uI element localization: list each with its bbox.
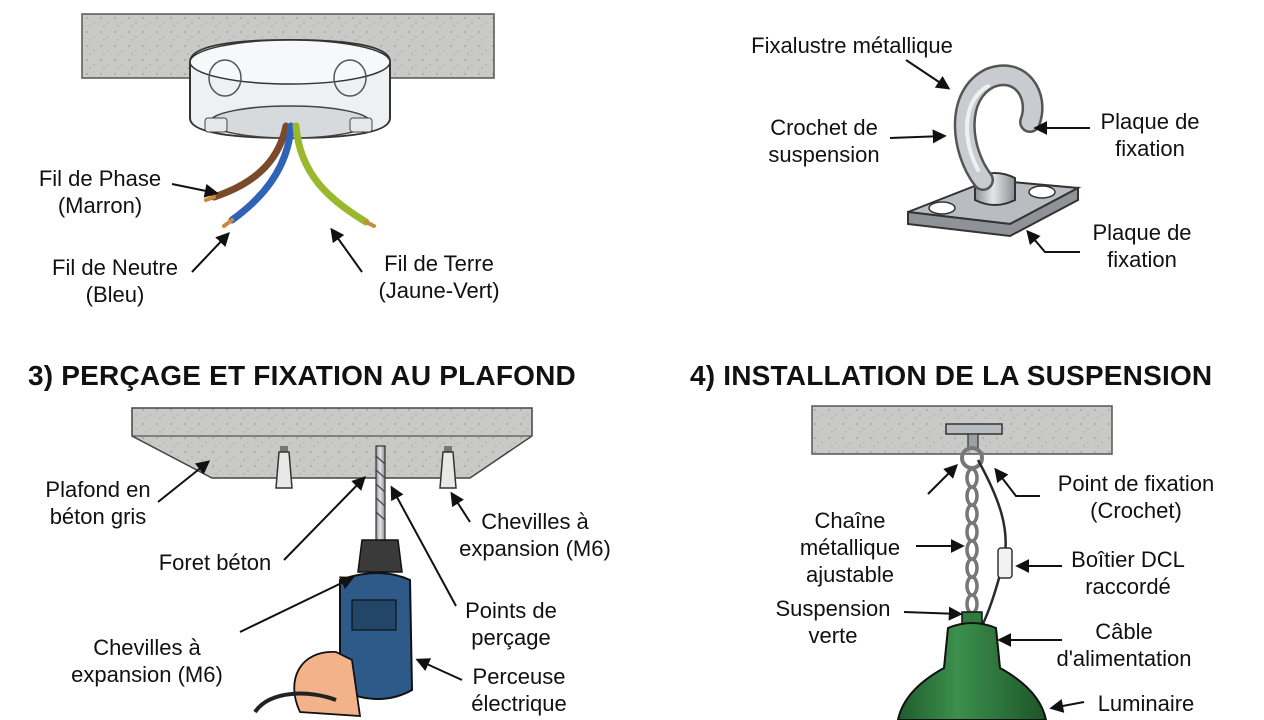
panel1-arrows [171, 183, 363, 273]
label-plate-lower: Plaque de fixation [1072, 219, 1212, 273]
label-plate-lower-line1: Plaque de [1092, 220, 1192, 245]
label-neutral-wire: Fil de Neutre (Bleu) [30, 254, 200, 308]
fixalustre-hook [907, 64, 1082, 238]
metal-chain [965, 467, 979, 615]
label-ceiling-line1: Plafond en [45, 477, 151, 502]
wall-anchor-left [275, 446, 293, 489]
label-ceiling-line2: béton gris [49, 504, 147, 529]
dcl-box [997, 547, 1013, 579]
panel3-title: 3) PERÇAGE ET FIXATION AU PLAFOND [28, 360, 576, 391]
label-chain-line3: ajustable [805, 562, 895, 587]
label-chain-line2: métallique [799, 535, 901, 560]
label-anchors-right-line1: Chevilles à [481, 509, 589, 534]
label-neutral-line1: Fil de Neutre [52, 255, 178, 280]
label-suspension-line1: Suspension [775, 596, 891, 621]
label-crochet-line2: suspension [768, 142, 880, 167]
label-anchors-right: Chevilles à expansion (M6) [440, 508, 630, 562]
label-fix-point-line2: (Crochet) [1090, 498, 1182, 523]
label-suspension: Suspension verte [760, 595, 906, 649]
label-electric-drill-line1: Perceuse [472, 664, 566, 689]
label-ceiling: Plafond en béton gris [30, 476, 166, 530]
label-plate-upper: Plaque de fixation [1080, 108, 1220, 162]
label-drill-bit: Foret béton [158, 550, 272, 575]
green-pendant-lamp [896, 611, 1048, 720]
label-dcl-box-line1: Boîtier DCL [1071, 547, 1185, 572]
panel2-arrows [889, 59, 1090, 253]
panel3-ceiling-slab [131, 407, 533, 479]
label-dcl-box: Boîtier DCL raccordé [1058, 546, 1198, 600]
wire-earth [292, 122, 370, 226]
label-luminaire: Luminaire [1097, 691, 1195, 716]
power-cable [976, 459, 1007, 631]
wire-phase [210, 122, 290, 201]
label-electric-drill-line2: électrique [471, 691, 567, 716]
label-suspension-line2: verte [808, 623, 858, 648]
panel1-artwork [81, 13, 495, 273]
junction-box [189, 38, 391, 140]
label-drill-points-line2: perçage [471, 625, 551, 650]
label-chain: Chaîne métallique ajustable [786, 507, 914, 588]
drill-bit [375, 445, 386, 543]
panel2-artwork [889, 59, 1090, 253]
panel4-artwork [811, 405, 1113, 720]
panel4-arrows [903, 464, 1085, 713]
label-anchors-left-line1: Chevilles à [93, 635, 201, 660]
label-power-cable-line2: d'alimentation [1056, 646, 1192, 671]
label-fix-point-line1: Point de fixation [1057, 471, 1215, 496]
label-chain-line1: Chaîne [814, 508, 886, 533]
label-earth-line2: (Jaune-Vert) [378, 278, 500, 303]
label-plate-upper-line1: Plaque de [1100, 109, 1200, 134]
label-earth-line1: Fil de Terre [384, 251, 494, 276]
label-drill-points-line1: Points de [465, 598, 557, 623]
wires [204, 122, 376, 228]
label-power-cable: Câble d'alimentation [1036, 618, 1212, 672]
label-phase-wire: Fil de Phase (Marron) [20, 165, 180, 219]
label-fix-point: Point de fixation (Crochet) [1036, 470, 1236, 524]
label-phase-line1: Fil de Phase [38, 166, 162, 191]
label-power-cable-line1: Câble [1095, 619, 1153, 644]
label-fixalustre: Fixalustre métallique [751, 33, 953, 58]
label-earth-wire: Fil de Terre (Jaune-Vert) [354, 250, 524, 304]
label-anchors-left-line2: expansion (M6) [71, 662, 223, 687]
label-neutral-line2: (Bleu) [85, 282, 145, 307]
electric-drill [253, 539, 414, 717]
label-crochet-line1: Crochet de [770, 115, 878, 140]
panel3-artwork [131, 407, 533, 717]
wall-anchor-right [439, 446, 457, 489]
label-plate-upper-line2: fixation [1115, 136, 1185, 161]
label-anchors-right-line2: expansion (M6) [459, 536, 611, 561]
label-crochet: Crochet de suspension [744, 114, 904, 168]
label-electric-drill: Perceuse électrique [454, 663, 584, 717]
panel3-arrows [157, 460, 471, 681]
label-anchors-left: Chevilles à expansion (M6) [52, 634, 242, 688]
label-plate-lower-line2: fixation [1107, 247, 1177, 272]
panel4-title: 4) INSTALLATION DE LA SUSPENSION [690, 360, 1213, 391]
label-phase-line2: (Marron) [57, 193, 143, 218]
label-dcl-box-line2: raccordé [1085, 574, 1171, 599]
wire-neutral [228, 122, 295, 224]
label-drill-points: Points de perçage [446, 597, 576, 651]
